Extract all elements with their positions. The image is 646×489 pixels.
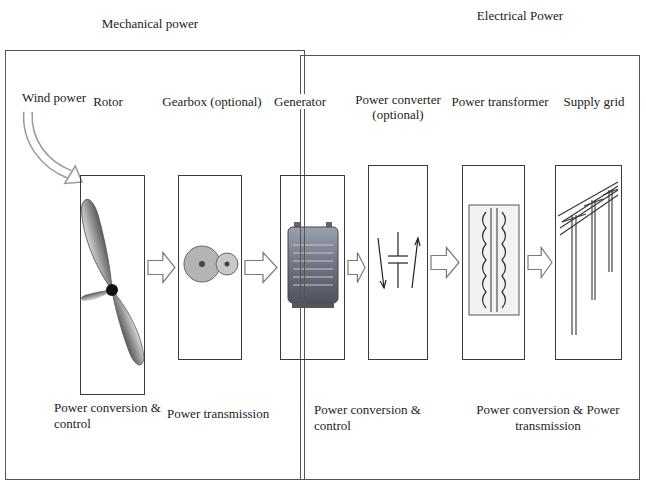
component-box: Power transformer [462, 165, 525, 360]
rotor-blades [77, 197, 149, 366]
generator-symbol [288, 222, 338, 308]
input-label: Wind power [20, 90, 88, 106]
stage-caption: Power conversion & control [52, 400, 168, 432]
wind-arrow [28, 112, 82, 184]
component-label: Power transformer [449, 94, 550, 109]
stage-caption: Power transmission [165, 406, 271, 422]
transformer-symbol [469, 205, 519, 315]
gearbox-symbol [184, 246, 238, 282]
converter-symbol [378, 232, 420, 288]
region-title: Electrical Power [475, 8, 565, 23]
flow-arrow [348, 253, 365, 283]
flow-arrow [245, 253, 277, 283]
component-label: Gearbox (optional) [160, 94, 263, 109]
component-box: Power converter (optional) [368, 165, 428, 360]
component-label: Supply grid [561, 94, 626, 109]
component-label: Generator [272, 94, 328, 109]
component-box: Supply grid [555, 165, 622, 360]
flow-arrow [431, 248, 459, 278]
component-box: Generator [280, 175, 345, 360]
flow-arrow [528, 248, 552, 278]
grid-symbol [558, 182, 618, 335]
stage-caption: Power conversion & Power transmission [470, 402, 626, 434]
region-title: Mechanical power [100, 16, 200, 31]
flow-arrow [148, 253, 175, 283]
component-label: Power converter (optional) [348, 92, 448, 122]
component-box: Rotor [80, 175, 145, 395]
component-box: Gearbox (optional) [178, 175, 242, 360]
stage-caption: Power conversion & control [312, 402, 428, 434]
component-label: Rotor [91, 94, 125, 109]
